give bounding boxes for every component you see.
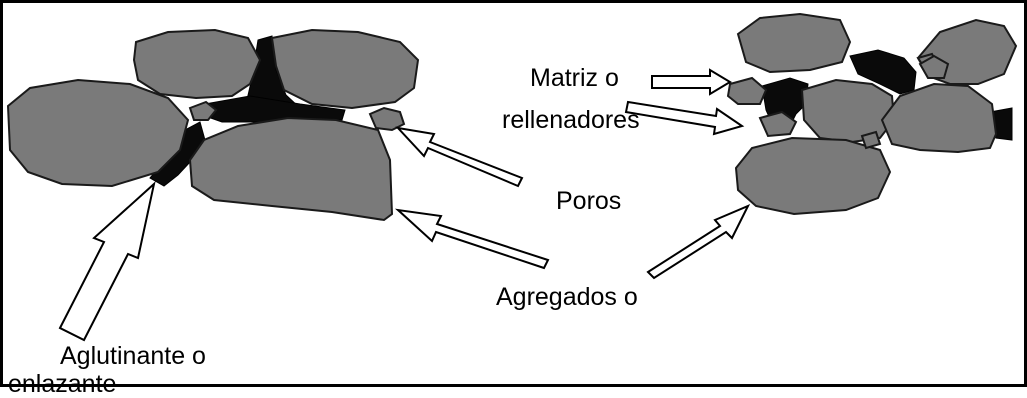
aggregate-stone [734, 136, 892, 216]
left-cluster [6, 28, 420, 222]
right-cluster [726, 12, 1018, 216]
aggregate-diagram [6, 12, 1018, 342]
aggregate-stone-small [860, 130, 882, 150]
aggregate-stone [800, 78, 896, 144]
aggregate-stone [880, 82, 998, 154]
label-agregados: Agregados o [496, 283, 638, 311]
label-poros: Poros [556, 187, 622, 215]
aggregate-stone [6, 78, 190, 188]
aggregate-stone [270, 28, 420, 110]
arrow-poros [395, 126, 524, 188]
label-aglutinante-line1: Aglutinante o [60, 342, 206, 370]
aggregate-stone [188, 116, 394, 222]
arrow-agregados-left [394, 208, 550, 270]
arrow-aglutinante [58, 181, 156, 342]
aggregate-stone-small [758, 110, 798, 138]
aggregate-stone-small [726, 76, 768, 105]
arrow-matriz-2 [624, 100, 745, 136]
arrow-matriz-1 [651, 68, 732, 96]
aggregate-stone [736, 12, 852, 74]
aggregate-stone [132, 28, 262, 100]
aggregate-stone-small [918, 54, 950, 79]
label-matriz-line2: rellenadores [502, 106, 640, 134]
label-aglutinante-line2: enlazante [8, 370, 117, 398]
label-matriz-line1: Matriz o [530, 64, 619, 92]
aggregate-stone-small [368, 106, 406, 132]
aggregate-stone-small [188, 100, 218, 121]
arrow-agregados-right [646, 204, 751, 280]
